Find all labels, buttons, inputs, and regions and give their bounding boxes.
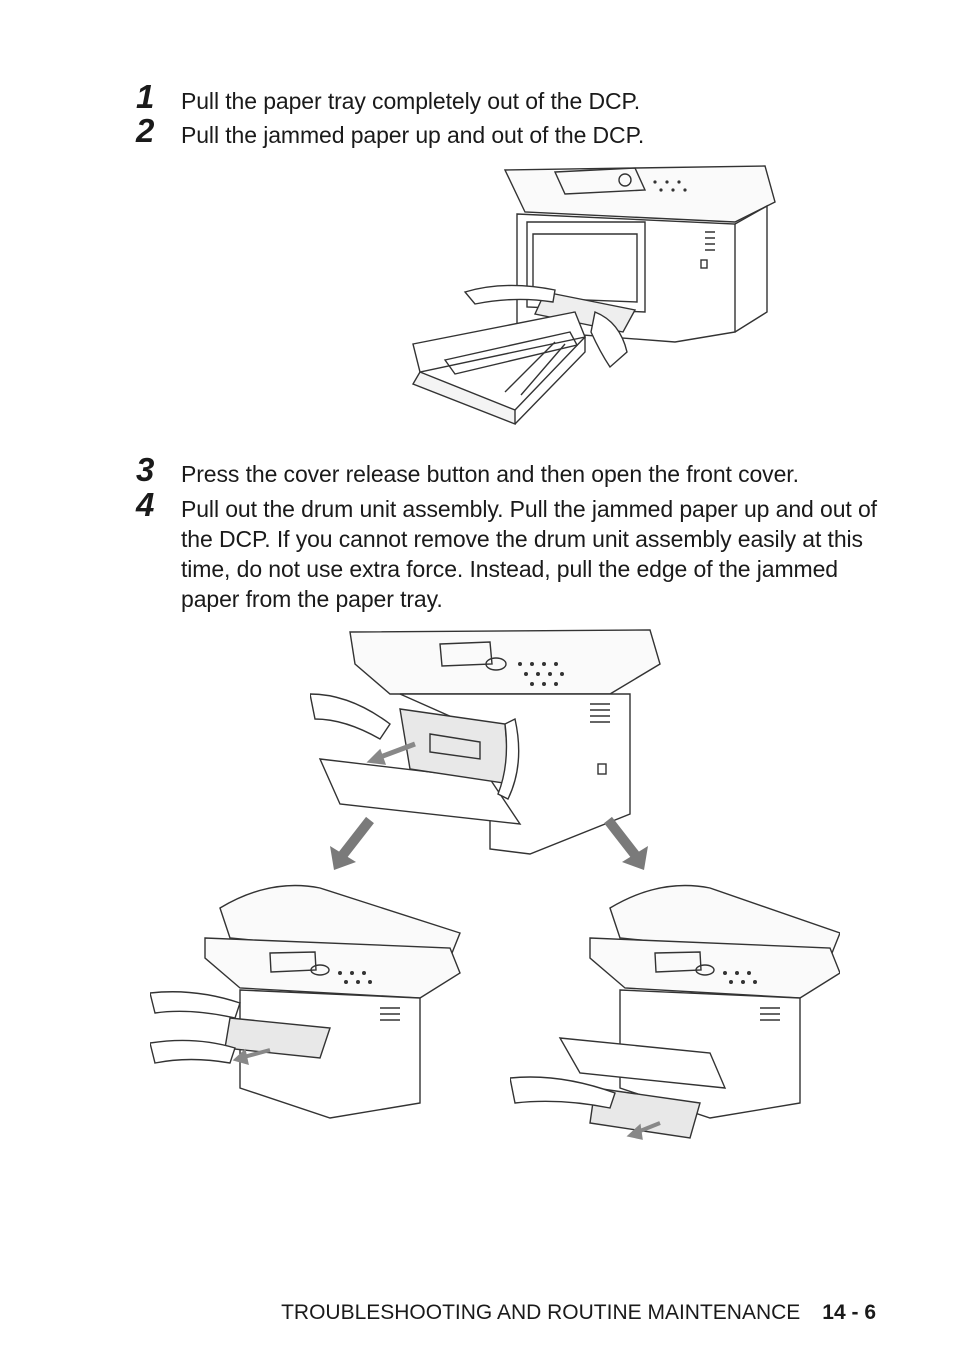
step-text: Pull the paper tray completely out of th… — [181, 88, 641, 114]
page-number: 14 - 6 — [822, 1301, 876, 1324]
step-number: 3 — [136, 451, 155, 488]
arrow-down-left-icon — [328, 816, 378, 872]
illustration-paper-tray — [405, 162, 785, 427]
footer-section-title: TROUBLESHOOTING AND ROUTINE MAINTENANCE — [281, 1301, 801, 1324]
illustration-drum-removal — [310, 624, 670, 864]
arrow-down-right-icon — [600, 816, 650, 872]
step-number: 4 — [136, 486, 155, 523]
step-number: 1 — [136, 78, 155, 115]
step-text: Pull out the drum unit assembly. Pull th… — [181, 496, 877, 612]
page-footer: TROUBLESHOOTING AND ROUTINE MAINTENANCE 1… — [281, 1299, 876, 1327]
step-text: Pull the jammed paper up and out of the … — [181, 122, 645, 148]
step-text: Press the cover release button and then … — [181, 461, 799, 487]
step-number: 2 — [136, 112, 155, 149]
illustration-pull-from-dcp — [150, 878, 470, 1128]
illustration-pull-from-tray — [510, 878, 840, 1148]
